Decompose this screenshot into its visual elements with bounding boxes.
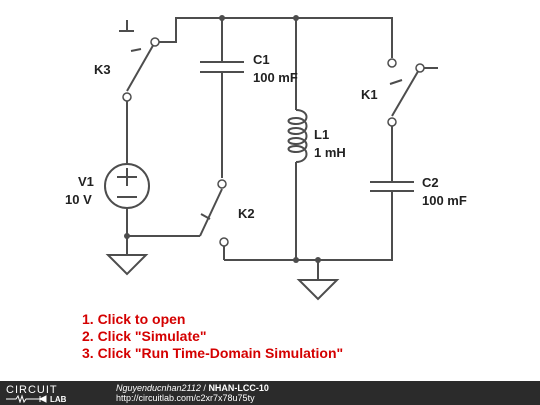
label-k2: K2 [238, 206, 255, 221]
capacitor-c2[interactable] [370, 181, 414, 192]
author-name[interactable]: Nguyenducnhan2112 [116, 383, 201, 393]
instruction-1: 1. Click to open [82, 311, 186, 327]
circuitlab-logo[interactable]: CIRCUIT LAB [6, 383, 106, 403]
label-c2: C2 [422, 175, 439, 190]
bottom-wire [224, 190, 393, 261]
junction-bottom-l1 [293, 257, 299, 263]
svg-text:LAB: LAB [50, 395, 67, 403]
ground-left [105, 254, 149, 276]
svg-text:CIRCUIT: CIRCUIT [6, 384, 58, 396]
label-c1: C1 [253, 52, 270, 67]
label-c2-value: 100 mF [422, 193, 467, 208]
footer-meta: Nguyenducnhan2112 / NHAN-LCC-10 http://c… [116, 383, 269, 403]
switch-k1[interactable] [387, 58, 438, 127]
switch-k3[interactable] [119, 20, 160, 102]
title-separator: / [200, 383, 209, 393]
label-v1: V1 [78, 174, 94, 189]
circuit-schematic: K3 C1 100 mF L1 1 mH K1 V1 10 V K2 C2 10… [65, 15, 467, 301]
footer-bar: CIRCUIT LAB Nguyenducnhan2112 / NHAN-LCC… [0, 381, 540, 405]
label-v1-value: 10 V [65, 192, 92, 207]
label-l1: L1 [314, 127, 329, 142]
circuit-url[interactable]: http://circuitlab.com/c2xr7x78u75ty [116, 393, 255, 403]
instructions: 1. Click to open 2. Click "Simulate" 3. … [82, 311, 343, 362]
ground-right [296, 279, 340, 301]
instruction-2: 2. Click "Simulate" [82, 328, 207, 344]
label-k1: K1 [361, 87, 378, 102]
label-c1-value: 100 mF [253, 70, 298, 85]
switch-k2[interactable] [199, 179, 229, 247]
inductor-l1[interactable] [287, 109, 308, 163]
capacitor-c1[interactable] [200, 61, 244, 73]
label-k3: K3 [94, 62, 111, 77]
instruction-3: 3. Click "Run Time-Domain Simulation" [82, 345, 344, 361]
footer-title-line: Nguyenducnhan2112 / NHAN-LCC-10 [116, 383, 269, 393]
circuit-title[interactable]: NHAN-LCC-10 [208, 383, 269, 393]
top-wire [155, 17, 393, 58]
label-l1-value: 1 mH [314, 145, 346, 160]
voltage-source-v1[interactable] [104, 163, 150, 209]
